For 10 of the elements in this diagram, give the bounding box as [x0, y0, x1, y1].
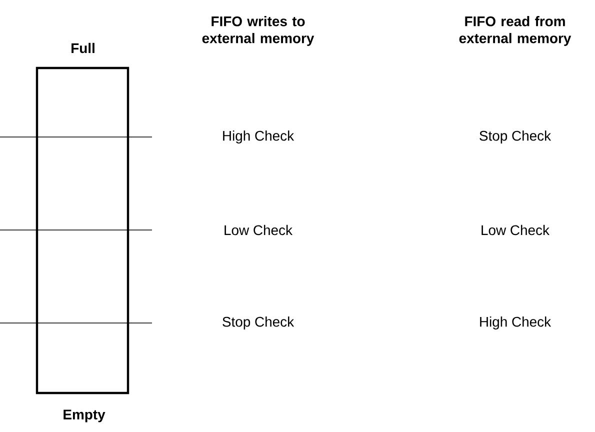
column-header: FIFO read from external memory: [459, 16, 572, 46]
column-header: FIFO writes to external memory: [202, 16, 314, 46]
check-label: Stop Check: [222, 316, 294, 330]
check-label: Low Check: [482, 224, 550, 236]
check-label: High Check: [223, 130, 294, 144]
check-label: Stop Check: [480, 130, 552, 144]
check-label: High Check: [480, 316, 552, 330]
level-label: Full: [72, 42, 94, 54]
check-label: Low Check: [224, 224, 292, 236]
level-label: Empty: [64, 410, 106, 422]
